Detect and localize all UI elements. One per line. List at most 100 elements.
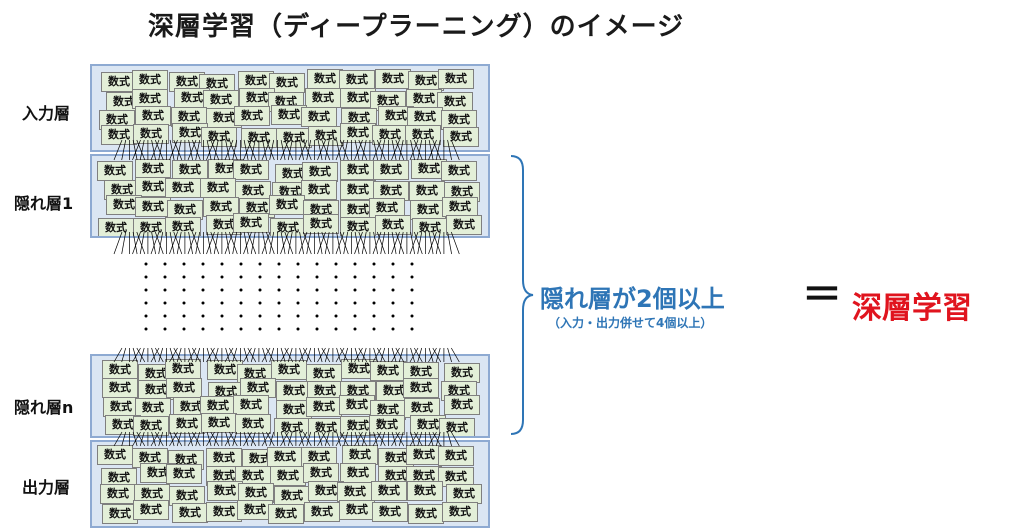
ellipsis-dot: [277, 327, 281, 331]
formula-node: 数式: [135, 159, 171, 179]
ellipsis-dot: [334, 262, 338, 266]
formula-node: 数式: [135, 197, 171, 217]
formula-node: 数式: [169, 414, 205, 434]
ellipsis-dot: [201, 288, 205, 292]
ellipsis-dot: [182, 314, 186, 318]
formula-node: 数式: [271, 360, 307, 380]
hidden-layer-n-label: 隠れ層n: [14, 398, 74, 417]
formula-node: 数式: [408, 504, 444, 524]
formula-node: 数式: [438, 467, 474, 487]
formula-node: 数式: [442, 197, 478, 217]
formula-node: 数式: [135, 106, 171, 126]
formula-node: 数式: [169, 72, 205, 92]
ellipsis-dot: [201, 301, 205, 305]
ellipsis-dot: [239, 327, 243, 331]
formula-node: 数式: [446, 484, 482, 504]
ellipsis-dot: [239, 275, 243, 279]
ellipsis-dot: [372, 314, 376, 318]
ellipsis-dot: [353, 288, 357, 292]
formula-node: 数式: [102, 378, 138, 398]
ellipsis-dot: [220, 301, 224, 305]
hidden-layers-brace: [510, 155, 534, 435]
formula-node: 数式: [305, 88, 341, 108]
input-layer-label: 入力層: [22, 104, 71, 123]
ellipsis-dot: [163, 314, 167, 318]
formula-node: 数式: [439, 418, 475, 436]
ellipsis-dot: [296, 275, 300, 279]
formula-node: 数式: [167, 200, 203, 220]
ellipsis-dot: [144, 262, 148, 266]
hidden-layer-claim: 隠れ層が2個以上: [540, 285, 725, 313]
formula-node: 数式: [303, 463, 339, 483]
formula-node: 数式: [165, 178, 201, 198]
formula-node: 数式: [101, 125, 137, 145]
formula-node: 数式: [308, 126, 344, 146]
ellipsis-dot: [239, 314, 243, 318]
ellipsis-dot: [277, 314, 281, 318]
ellipsis-dot: [353, 327, 357, 331]
ellipsis-dot: [315, 314, 319, 318]
formula-node: 数式: [340, 160, 376, 180]
formula-node: 数式: [200, 178, 236, 198]
formula-node: 数式: [133, 416, 169, 436]
ellipsis-dot: [315, 275, 319, 279]
ellipsis-dot: [410, 314, 414, 318]
formula-node: 数式: [406, 445, 442, 465]
ellipsis-dot: [144, 288, 148, 292]
ellipsis-dot: [410, 288, 414, 292]
ellipsis-dot: [296, 301, 300, 305]
ellipsis-dot: [372, 262, 376, 266]
ellipsis-dot: [144, 314, 148, 318]
formula-node: 数式: [106, 195, 142, 215]
formula-node: 数式: [340, 180, 376, 200]
ellipsis-dot: [220, 327, 224, 331]
ellipsis-dot: [258, 288, 262, 292]
ellipsis-dot: [334, 314, 338, 318]
equals-sign: ＝: [802, 272, 842, 318]
ellipsis-dot: [258, 275, 262, 279]
formula-node: 数式: [340, 123, 376, 143]
ellipsis-dot: [410, 275, 414, 279]
ellipsis-dot: [182, 301, 186, 305]
formula-node: 数式: [133, 500, 169, 520]
ellipsis-dot: [258, 314, 262, 318]
formula-node: 数式: [133, 218, 169, 236]
formula-node: 数式: [201, 413, 237, 433]
formula-node: 数式: [207, 481, 243, 501]
formula-node: 数式: [340, 88, 376, 108]
hidden-layer-1-label: 隠れ層1: [14, 194, 74, 213]
formula-node: 数式: [372, 502, 408, 522]
ellipsis-dot: [163, 301, 167, 305]
formula-node: 数式: [340, 463, 376, 483]
formula-node: 数式: [240, 378, 276, 398]
ellipsis-dot: [315, 301, 319, 305]
formula-node: 数式: [234, 106, 270, 126]
ellipsis-dot: [220, 262, 224, 266]
formula-node: 数式: [201, 127, 237, 147]
formula-node: 数式: [403, 378, 439, 398]
ellipsis-dot: [277, 262, 281, 266]
ellipsis-dot: [258, 301, 262, 305]
ellipsis-dot: [391, 288, 395, 292]
formula-node: 数式: [101, 468, 137, 488]
ellipsis-dot: [277, 275, 281, 279]
formula-node: 数式: [371, 481, 407, 501]
formula-node: 数式: [441, 161, 477, 181]
deep-learning-result: 深層学習: [852, 291, 972, 326]
input-layer: 数式数式数式数式数式数式数式数式数式数式数式数式数式数式数式数式数式数式数式数式…: [90, 64, 490, 152]
hidden-layer-claim-note: （入力・出力併せて4個以上）: [548, 316, 713, 330]
ellipsis-dot: [334, 327, 338, 331]
ellipsis-dot: [372, 275, 376, 279]
formula-node: 数式: [306, 397, 342, 417]
formula-node: 数式: [276, 128, 312, 148]
formula-node: 数式: [410, 200, 446, 220]
formula-node: 数式: [303, 214, 339, 234]
ellipsis-dot: [201, 314, 205, 318]
formula-node: 数式: [199, 74, 235, 94]
formula-node: 数式: [267, 447, 303, 467]
ellipsis-dot: [315, 288, 319, 292]
ellipsis-dot: [220, 288, 224, 292]
ellipsis-dot: [182, 262, 186, 266]
ellipsis-dot: [163, 327, 167, 331]
formula-node: 数式: [172, 503, 208, 523]
